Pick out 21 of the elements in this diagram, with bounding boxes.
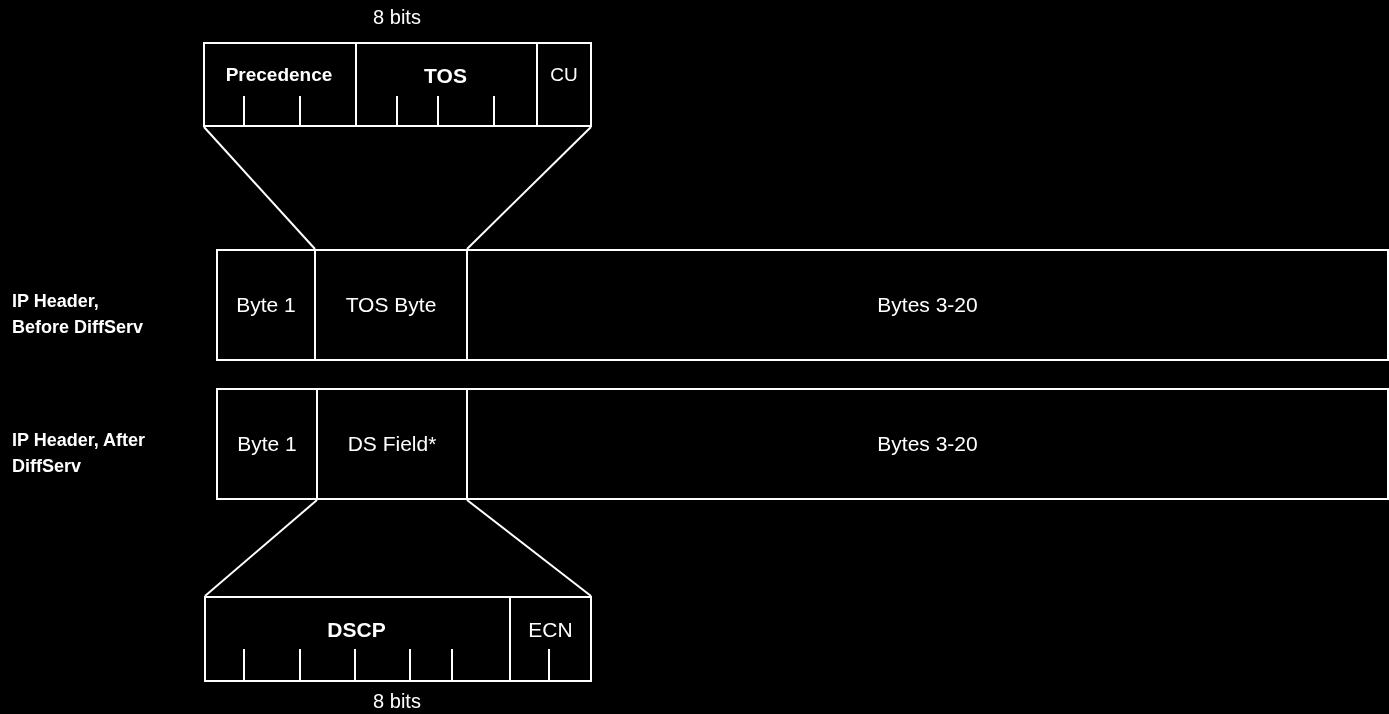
header-field: Byte 1 bbox=[216, 249, 316, 361]
bit-field: TOS bbox=[355, 42, 538, 127]
bit-field: CU bbox=[536, 42, 592, 127]
row-label: IP Header, After DiffServ bbox=[12, 429, 147, 478]
expansion-line bbox=[466, 126, 592, 250]
bit-width-label: 8 bits bbox=[372, 690, 422, 713]
bit-field: DSCP bbox=[204, 596, 511, 682]
header-field: Bytes 3-20 bbox=[466, 388, 1389, 500]
bit-field-box bbox=[203, 42, 592, 127]
bit-width-label: 8 bits bbox=[372, 6, 422, 29]
bit-field: ECN bbox=[509, 596, 592, 682]
header-field: Byte 1 bbox=[216, 388, 318, 500]
expansion-line bbox=[203, 126, 316, 250]
header-field: TOS Byte bbox=[314, 249, 468, 361]
row-label: IP Header, Before DiffServ bbox=[12, 290, 145, 339]
bit-field: Precedence bbox=[203, 42, 357, 127]
expansion-line bbox=[204, 499, 318, 597]
header-field: Bytes 3-20 bbox=[466, 249, 1389, 361]
header-field: DS Field* bbox=[316, 388, 468, 500]
expansion-line bbox=[466, 499, 592, 597]
bit-field-box bbox=[204, 596, 592, 682]
